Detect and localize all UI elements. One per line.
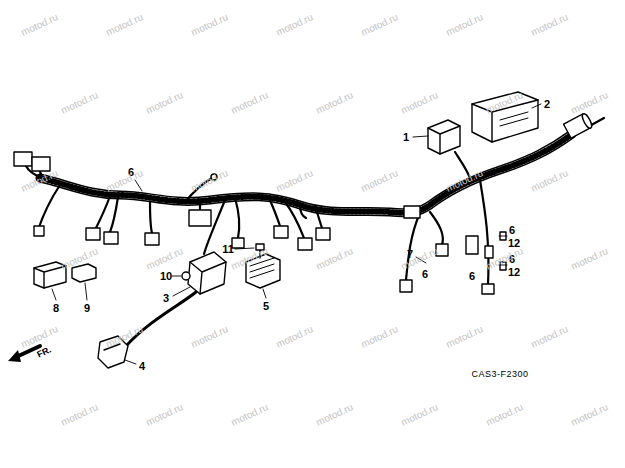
watermark: motod.ru <box>230 402 270 428</box>
watermark: motod.ru <box>315 246 355 272</box>
watermark: motod.ru <box>485 402 525 428</box>
watermark: motod.ru <box>145 90 185 116</box>
watermark: motod.ru <box>315 402 355 428</box>
connectors <box>14 152 506 294</box>
harness <box>40 134 572 213</box>
watermark: motod.ru <box>275 324 315 350</box>
relay <box>428 120 460 154</box>
watermark: motod.ru <box>400 402 440 428</box>
watermark: motod.ru <box>360 12 400 38</box>
watermark: motod.ru <box>145 246 185 272</box>
callout-number: 2 <box>544 99 550 110</box>
watermark: motod.ru <box>20 12 60 38</box>
callout-number: 10 <box>160 271 172 282</box>
callout-number: 6 <box>422 269 428 280</box>
watermark: motod.ru <box>445 12 485 38</box>
leader-lines <box>52 104 541 364</box>
callout-number: 6 <box>469 271 475 282</box>
watermark: motod.ru <box>145 402 185 428</box>
watermark: motod.ru <box>360 324 400 350</box>
harness-branches <box>26 118 604 285</box>
watermark: motod.ru <box>400 246 440 272</box>
watermark: motod.ru <box>275 168 315 194</box>
callout-number: 6 <box>509 225 515 236</box>
watermark: motod.ru <box>315 90 355 116</box>
watermark: motod.ru <box>530 324 570 350</box>
watermark: motod.ru <box>570 402 610 428</box>
watermark: motod.ru <box>530 12 570 38</box>
watermark: motod.ru <box>530 168 570 194</box>
watermark: motod.ru <box>400 90 440 116</box>
watermark: motod.ru <box>445 324 485 350</box>
watermark: motod.ru <box>190 168 230 194</box>
watermark: motod.ru <box>360 168 400 194</box>
callout-number: 5 <box>263 301 269 312</box>
callout-number: 9 <box>84 303 90 314</box>
watermark: motod.ru <box>230 90 270 116</box>
watermark: motod.ru <box>105 168 145 194</box>
watermark: motod.ru <box>60 90 100 116</box>
callout-number: 4 <box>139 361 145 372</box>
watermark: motod.ru <box>275 12 315 38</box>
watermark: motod.ru <box>105 12 145 38</box>
watermark: motod.ru <box>60 402 100 428</box>
ignition-coil <box>98 252 226 368</box>
callout-number: 12 <box>508 267 520 278</box>
figure-code: CAS3-F2300 <box>471 370 528 379</box>
callout-number: 8 <box>53 303 59 314</box>
watermark: motod.ru <box>570 246 610 272</box>
watermark: motod.ru <box>570 90 610 116</box>
callout-number: 11 <box>222 244 234 255</box>
watermark: motod.ru <box>190 324 230 350</box>
callout-number: 3 <box>163 293 169 304</box>
harness-end-sleeve <box>564 113 594 139</box>
callout-number: 1 <box>403 132 409 143</box>
watermark: motod.ru <box>190 12 230 38</box>
